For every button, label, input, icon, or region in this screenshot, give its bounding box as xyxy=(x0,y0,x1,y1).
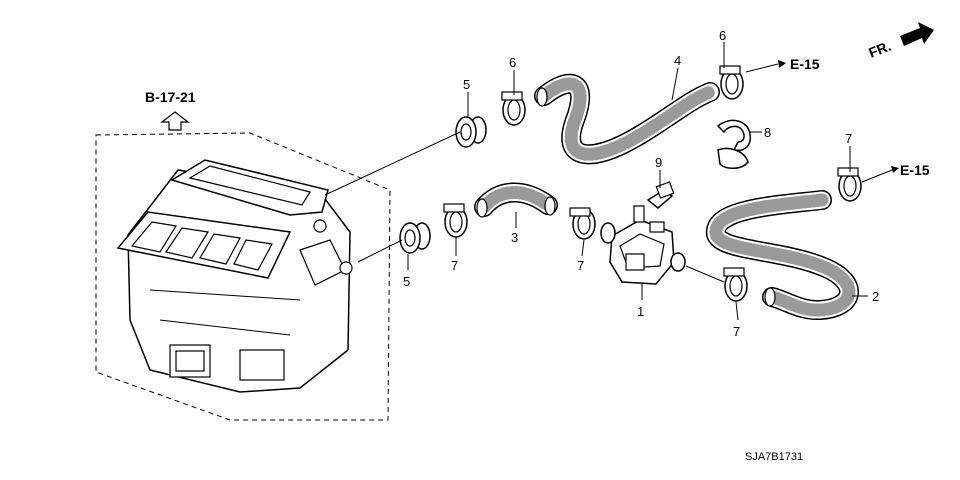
callout-2: 2 xyxy=(872,289,879,304)
callout-4: 4 xyxy=(674,53,681,68)
hose-clip-8 xyxy=(716,119,752,169)
up-arrow-icon xyxy=(160,111,190,131)
callout-7-c: 7 xyxy=(845,131,852,146)
clamp-7-d xyxy=(723,267,748,302)
diagram-code: SJA7B1731 xyxy=(745,451,803,463)
ref-e-15-lower: E-15 xyxy=(900,162,930,178)
callout-7-b: 7 xyxy=(577,258,584,273)
grommet-upper xyxy=(455,116,487,148)
heater-unit-outline xyxy=(95,132,391,421)
water-valve-1 xyxy=(600,205,686,300)
callout-9: 9 xyxy=(655,155,662,170)
clamp-7-a xyxy=(443,203,468,238)
clamp-7-b xyxy=(569,207,596,240)
callout-3: 3 xyxy=(511,230,518,245)
callout-7-d: 7 xyxy=(733,324,740,339)
front-arrow-icon xyxy=(900,22,934,46)
bleed-bolt-9 xyxy=(646,181,675,209)
front-label: FR. xyxy=(866,38,893,61)
callout-6-left: 6 xyxy=(509,55,516,70)
clamp-6-left xyxy=(501,91,526,126)
hose-3 xyxy=(474,182,558,218)
grommet-lower xyxy=(399,222,431,254)
heater-unit-assembly xyxy=(95,132,391,421)
ref-e-15-upper: E-15 xyxy=(790,56,820,72)
callout-5-upper: 5 xyxy=(463,77,470,92)
hose-2 xyxy=(706,190,859,321)
hose-4 xyxy=(534,73,720,165)
callout-1: 1 xyxy=(637,304,644,319)
callout-6-right: 6 xyxy=(719,28,726,43)
clamp-6-right xyxy=(719,65,744,100)
clamp-7-c xyxy=(837,167,862,202)
callout-5-lower: 5 xyxy=(403,274,410,289)
ref-b-17-21: B-17-21 xyxy=(145,89,196,105)
callout-8: 8 xyxy=(764,125,771,140)
callout-7-a: 7 xyxy=(451,258,458,273)
